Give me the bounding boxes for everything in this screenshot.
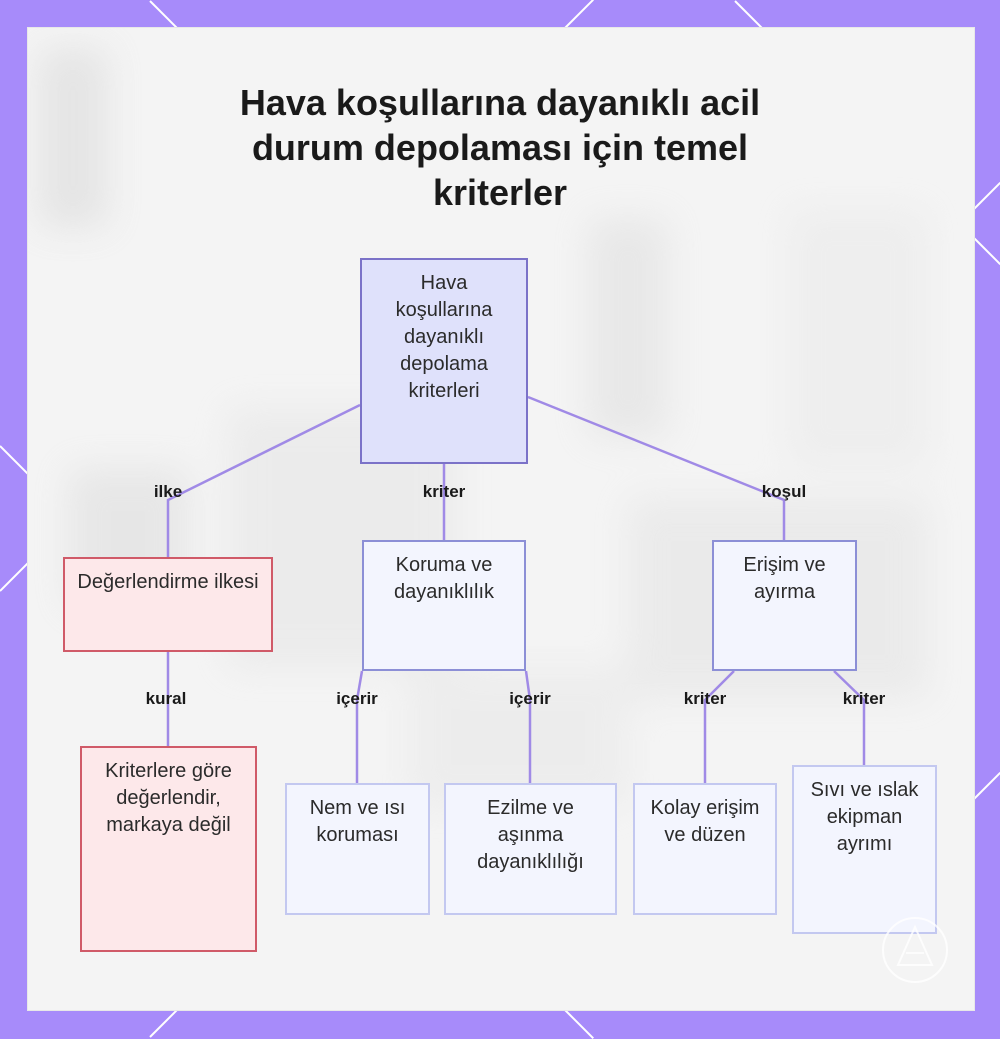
edge-root-access — [527, 395, 786, 540]
edge-root-principle — [166, 403, 361, 557]
node-liquid-separation-label: Sıvı ve ıslak ekipman ayrımı — [810, 779, 919, 855]
node-crush-wear-label: Ezilme ve aşınma dayanıklılığı — [477, 797, 584, 873]
edge-label-protection-moisture: içerir — [336, 689, 378, 708]
edge-protection-crush — [524, 670, 532, 783]
node-access-label: Erişim ve ayırma — [743, 554, 826, 603]
node-evaluation-principle: Değerlendirme ilkesi — [63, 557, 273, 652]
node-liquid-separation: Sıvı ve ıslak ekipman ayrımı — [792, 765, 937, 934]
node-protection-label: Koruma ve dayanıklılık — [393, 554, 495, 603]
node-root: Hava koşullarına dayanıklı depolama krit… — [360, 258, 528, 464]
watermark-logo-icon — [882, 917, 948, 983]
node-moisture-heat: Nem ve ısı koruması — [285, 783, 430, 915]
edge-label-access-easy: kriter — [683, 689, 727, 708]
edge-label-root-protection: kriter — [422, 482, 466, 501]
edge-access-easy — [703, 670, 735, 783]
page-title: Hava koşullarına dayanıklı acil durum de… — [239, 82, 761, 213]
node-easy-access: Kolay erişim ve düzen — [633, 783, 777, 915]
edge-protection-moisture — [355, 670, 364, 783]
edge-label-protection-crush: içerir — [509, 689, 551, 708]
node-easy-access-label: Kolay erişim ve düzen — [650, 797, 760, 846]
node-crush-wear: Ezilme ve aşınma dayanıklılığı — [444, 783, 617, 915]
node-moisture-heat-label: Nem ve ısı koruması — [309, 797, 406, 846]
node-root-label: Hava koşullarına dayanıklı depolama krit… — [395, 272, 493, 402]
edge-label-access-liquid: kriter — [842, 689, 886, 708]
edge-label-root-principle: ilke — [153, 482, 183, 501]
node-evaluate-by-criteria-label: Kriterlere göre değerlendir, markaya değ… — [105, 760, 232, 836]
node-evaluation-principle-label: Değerlendirme ilkesi — [77, 571, 259, 593]
edge-label-principle-rule: kural — [145, 689, 187, 708]
node-evaluate-by-criteria: Kriterlere göre değerlendir, markaya değ… — [80, 746, 257, 952]
edge-access-liquid — [833, 670, 866, 765]
node-access: Erişim ve ayırma — [712, 540, 857, 671]
edge-label-root-access: koşul — [761, 482, 807, 501]
node-protection: Koruma ve dayanıklılık — [362, 540, 526, 671]
